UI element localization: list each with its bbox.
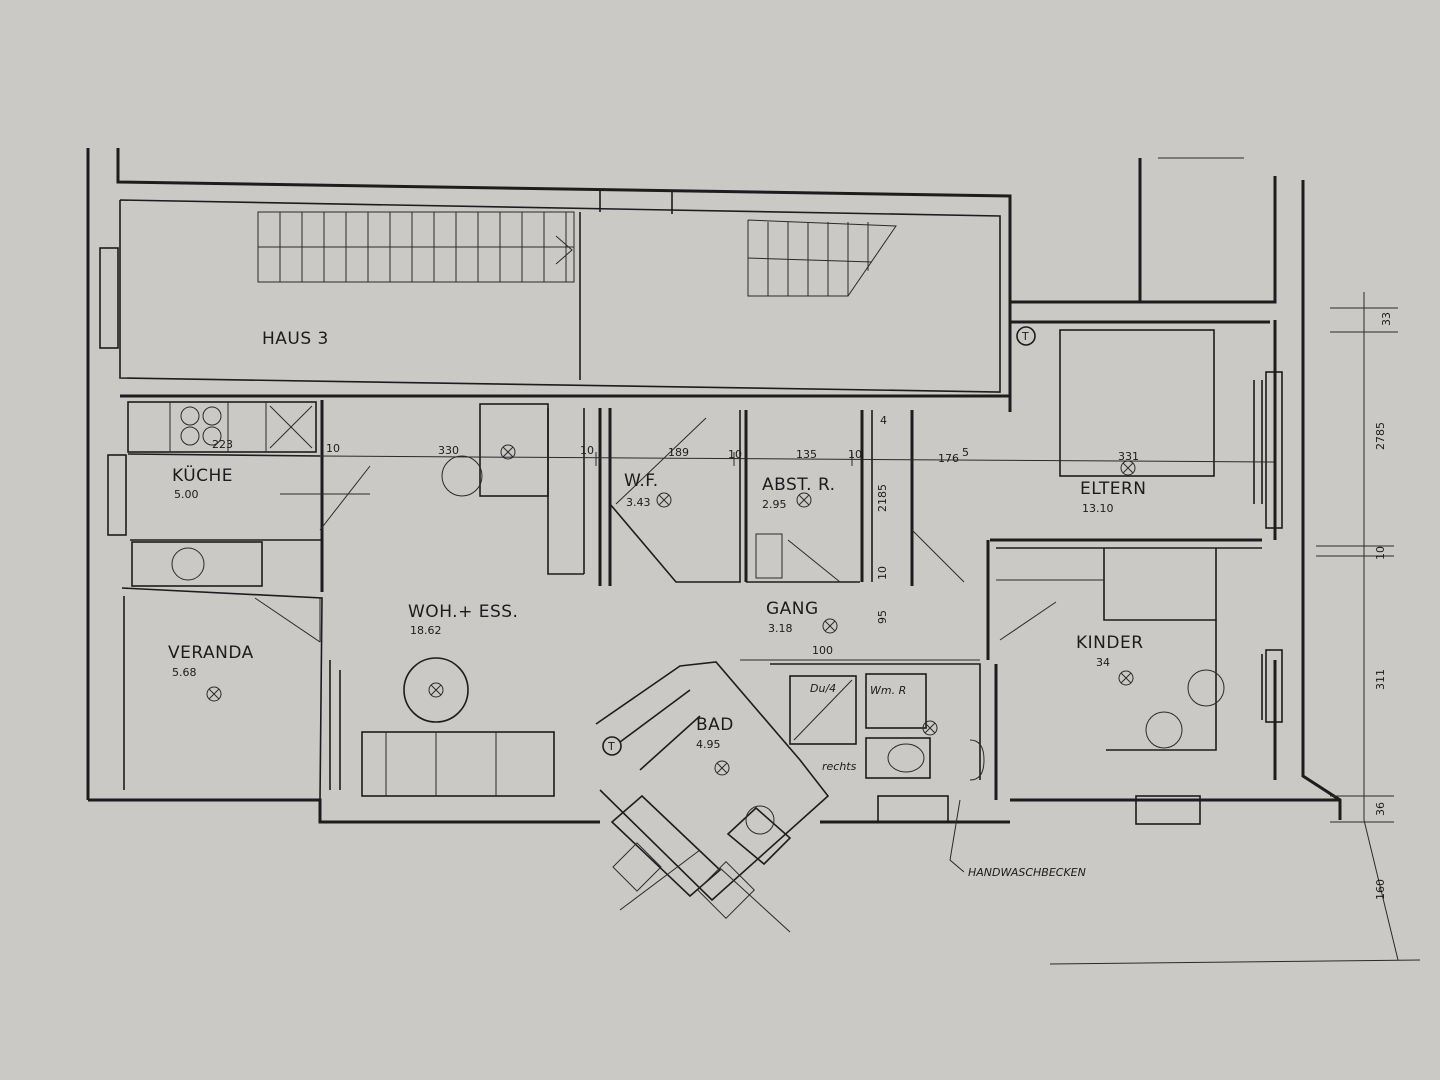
dim-2185: 2185 <box>876 484 889 512</box>
dim-160: 160 <box>1374 879 1387 900</box>
room-labels: HAUS 3 KÜCHE 5.00 VERANDA 5.68 WOH.+ ESS… <box>168 329 1147 751</box>
label-wc: W.F. <box>624 471 659 491</box>
dim-2785: 2785 <box>1374 422 1387 450</box>
label-kinder: KINDER <box>1076 633 1144 653</box>
area-eltern: 13.10 <box>1082 502 1114 515</box>
annotation-dusche: Du/4 <box>810 682 836 695</box>
annotation-wm: Wm. R <box>870 684 906 697</box>
handwash-leader <box>949 799 965 873</box>
label-gang: GANG <box>766 599 819 619</box>
area-kinder: 34 <box>1096 656 1110 669</box>
dim-10b: 10 <box>580 444 594 457</box>
dim-10f: 10 <box>1374 546 1387 560</box>
haus3-block <box>119 190 1001 393</box>
area-gang: 3.18 <box>768 622 793 635</box>
dim-4: 4 <box>880 414 887 427</box>
area-wc: 3.43 <box>626 496 651 509</box>
dim-223: 223 <box>212 438 233 451</box>
dim-10c: 10 <box>728 448 742 461</box>
windows <box>99 247 1283 723</box>
children-room-area <box>986 540 1263 825</box>
label-bad: BAD <box>696 715 734 735</box>
dim-100: 100 <box>812 644 833 657</box>
label-veranda: VERANDA <box>168 643 254 663</box>
dimension-chain-top <box>319 452 1275 466</box>
dim-331: 331 <box>1118 450 1139 463</box>
veranda-area <box>121 587 323 801</box>
dim-95: 95 <box>876 610 889 624</box>
dimension-labels: 10 330 10 189 10 135 10 176 5 331 223 4 … <box>212 312 1393 900</box>
svg-text:T: T <box>1021 330 1029 343</box>
dim-10d: 10 <box>848 448 862 461</box>
area-veranda: 5.68 <box>172 666 197 679</box>
dim-10e: 10 <box>876 566 889 580</box>
area-kueche: 5.00 <box>174 488 199 501</box>
svg-text:T: T <box>607 740 615 753</box>
bathroom-area <box>595 661 985 933</box>
stair-right <box>747 219 897 297</box>
thermostat-markers: T T <box>602 326 1036 756</box>
area-wohess: 18.62 <box>410 624 442 637</box>
label-kueche: KÜCHE <box>172 464 233 486</box>
label-haus: HAUS 3 <box>262 329 329 349</box>
parents-bedroom-area <box>990 329 1263 549</box>
dim-36: 36 <box>1374 802 1387 816</box>
dim-10a: 10 <box>326 442 340 455</box>
dim-311: 311 <box>1374 669 1387 690</box>
label-wohess: WOH.+ ESS. <box>408 602 518 622</box>
label-eltern: ELTERN <box>1080 479 1147 499</box>
annotation-kleinbox: rechts <box>822 760 857 773</box>
dim-135: 135 <box>796 448 817 461</box>
dim-189: 189 <box>668 446 689 459</box>
area-abstr: 2.95 <box>762 498 787 511</box>
dimension-chain-right <box>1049 157 1421 965</box>
stair-left <box>257 211 575 283</box>
dim-33: 33 <box>1380 312 1393 326</box>
annotation-handwaschbecken: HANDWASCHBECKEN <box>968 866 1086 879</box>
label-abstr: ABST. R. <box>762 475 836 495</box>
living-dining-area <box>329 403 585 797</box>
ceiling-lights <box>206 444 1136 776</box>
dim-1765: 176 <box>938 452 959 465</box>
area-bad: 4.95 <box>696 738 721 751</box>
dim-1765-sup: 5 <box>962 446 969 459</box>
wc-storage-hall <box>598 408 981 780</box>
kitchen-area <box>127 400 371 592</box>
annotations: HANDWASCHBECKEN Du/4 Wm. R rechts <box>810 682 1086 879</box>
dim-330: 330 <box>438 444 459 457</box>
